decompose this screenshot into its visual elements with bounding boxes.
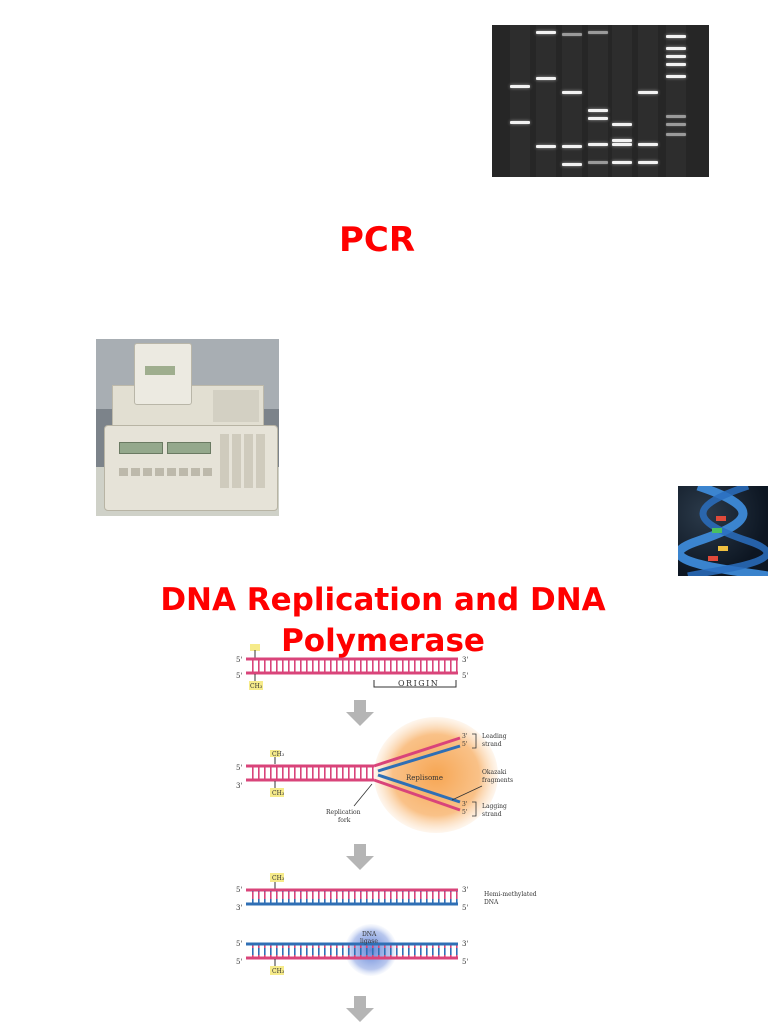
thermocycler-image [96,339,279,516]
svg-text:5': 5' [236,672,242,680]
stage-hemi-methylated: CH₃ 5' 3' 3' 5' Hemi-methylated DNA [236,873,537,912]
svg-text:5': 5' [236,886,242,894]
svg-text:3': 3' [236,904,242,912]
gel-lane [612,25,632,177]
gel-band [588,31,608,34]
svg-text:fork: fork [338,817,351,824]
gel-band [666,55,686,58]
gel-band [588,109,608,112]
svg-text:fragments: fragments [482,777,513,784]
gel-band [536,31,556,34]
replication-fork-label: Replication [326,809,361,816]
hemi-methylated-label: Hemi-methylated [484,891,537,898]
gel-electrophoresis-image [492,25,709,177]
gel-band [536,77,556,80]
dna-replication-title: DNA Replication and DNA Polymerase [160,582,606,659]
pcr-title: PCR [338,220,416,260]
svg-text:5': 5' [236,764,242,772]
svg-text:3': 3' [462,733,468,740]
gel-lane [510,25,530,177]
origin-label: ORIGIN [398,679,439,688]
svg-text:5': 5' [236,958,242,966]
svg-text:strand: strand [482,811,502,818]
dna-replication-diagram: 5' 5' 3' 5' CH₃ ORIGIN CH₃ 5' 3' [226,640,546,1024]
gel-band [638,91,658,94]
svg-text:5': 5' [462,672,468,680]
replisome-label: Replisome [406,774,443,782]
gel-band [588,117,608,120]
down-arrow-icon [346,700,374,726]
methyl-label: CH₃ [250,683,263,690]
lagging-strand-label: Lagging [482,803,507,810]
svg-text:5': 5' [236,940,242,948]
svg-text:CH₃: CH₃ [272,875,285,882]
gel-band [562,33,582,36]
stage-replication-fork: CH₃ 5' 3' CH₃ Replisome 3' 5' Leading st… [236,717,513,833]
svg-text:CH₃: CH₃ [272,751,285,758]
svg-text:ligase: ligase [360,938,378,945]
svg-text:DNA: DNA [484,899,499,906]
okazaki-label: Okazaki [482,769,507,776]
svg-text:3': 3' [462,886,468,894]
svg-text:5': 5' [462,809,468,816]
gel-band [510,85,530,88]
gel-band [638,143,658,146]
gel-band [666,115,686,118]
gel-lane [562,25,582,177]
gel-band [536,145,556,148]
svg-text:CH₃: CH₃ [272,968,285,975]
gel-band [612,143,632,146]
helix-illustration [678,486,768,576]
down-arrow-icon [346,844,374,870]
gel-band [666,123,686,126]
gel-band [562,163,582,166]
svg-text:3': 3' [462,656,468,664]
gel-band [562,91,582,94]
svg-text:strand: strand [482,741,502,748]
svg-text:CH₃: CH₃ [272,790,285,797]
gel-band [666,133,686,136]
dna-ligase-label: DNA [362,931,377,938]
svg-text:3': 3' [462,801,468,808]
gel-band [588,143,608,146]
dna-helix-image [678,486,768,576]
gel-band [562,145,582,148]
gel-band [588,161,608,164]
gel-band [666,63,686,66]
gel-band [612,123,632,126]
gel-band [638,161,658,164]
svg-text:3': 3' [236,782,242,790]
gel-lane [536,25,556,177]
leading-strand-label: Leading [482,733,507,740]
svg-text:3': 3' [462,940,468,948]
stage-parental-dna: 5' 5' 3' 5' CH₃ ORIGIN [236,644,468,690]
gel-band [510,121,530,124]
gel-band [612,139,632,142]
svg-text:5': 5' [462,958,468,966]
down-arrow-icon [346,996,374,1022]
gel-band [666,75,686,78]
gel-lane [588,25,608,177]
stage-dna-ligase: 5' 5' 3' 5' DNA ligase CH₃ [236,924,468,976]
gel-band [612,161,632,164]
label-5prime: 5' [236,656,242,664]
svg-text:5': 5' [462,741,468,748]
gel-band [666,47,686,50]
gel-band [666,35,686,38]
gel-lane [638,25,658,177]
svg-text:5': 5' [462,904,468,912]
